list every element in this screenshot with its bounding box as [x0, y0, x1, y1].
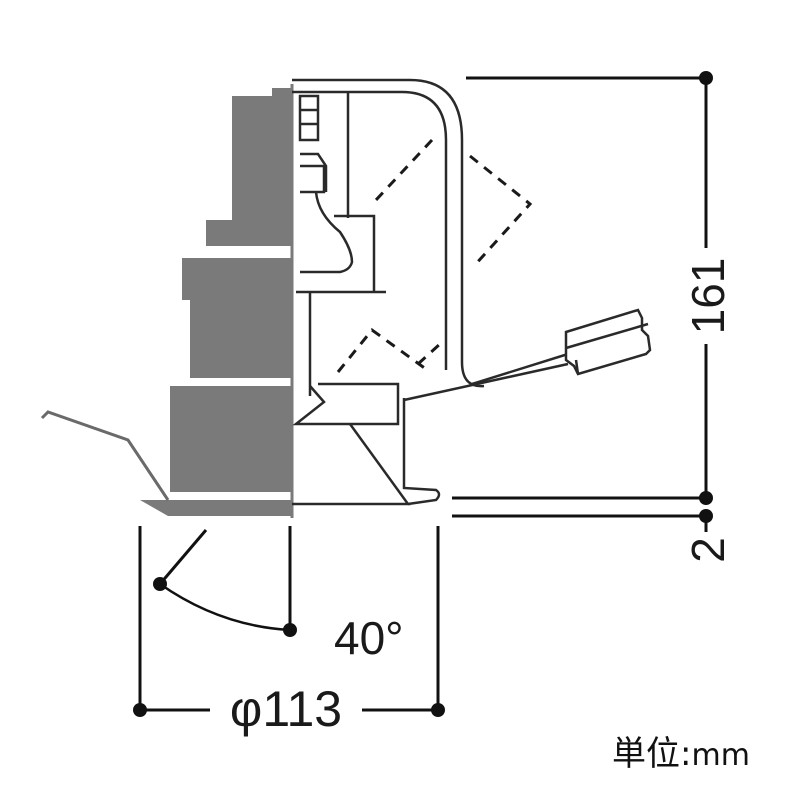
dimension-flange-label: 2 — [682, 537, 734, 563]
dimension-diameter-label: φ113 — [230, 681, 342, 737]
mounting-spring — [40, 410, 170, 501]
section-body — [140, 88, 292, 516]
dimension-lines — [138, 76, 708, 712]
unit-prefix: 単位 — [612, 734, 680, 774]
dimension-angle-label: 40° — [334, 612, 404, 664]
outline-view — [292, 78, 569, 506]
dimension-height-label: 161 — [682, 258, 734, 335]
section-gaps — [165, 249, 292, 499]
connector — [564, 308, 652, 376]
dimension-dots — [133, 71, 713, 717]
unit-separator: : — [680, 734, 692, 774]
unit-value: mm — [691, 738, 750, 773]
tilt-indicator-dashed — [336, 138, 533, 374]
unit-label: 単位:mm — [612, 726, 750, 775]
